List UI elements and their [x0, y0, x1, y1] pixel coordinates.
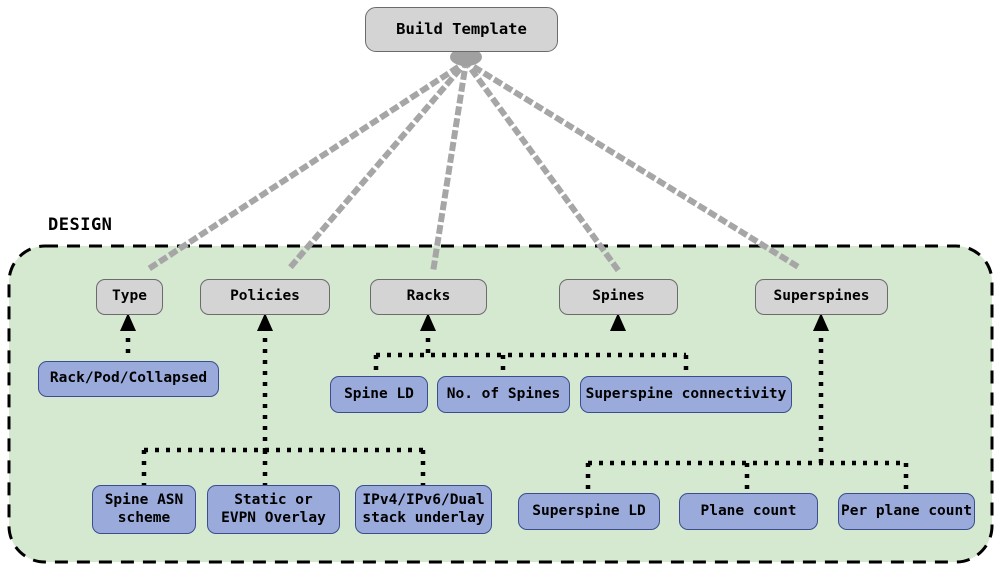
category-node-type[interactable]: Type: [96, 279, 163, 315]
category-node-spines[interactable]: Spines: [559, 279, 678, 315]
attribute-connectors: [125, 327, 909, 492]
attribute-node-no-of-spines[interactable]: No. of Spines: [437, 376, 570, 413]
attribute-node-ipv4-ipv6-dual-stack-underlay[interactable]: IPv4/IPv6/Dual stack underlay: [355, 485, 492, 534]
design-container-label: DESIGN: [48, 215, 113, 235]
attribute-node-static-or-evpn-overlay[interactable]: Static or EVPN Overlay: [207, 485, 340, 534]
category-node-superspines[interactable]: Superspines: [755, 279, 888, 315]
template-fanout-hub: [450, 48, 482, 66]
template-fanout-connectors: [145, 57, 805, 276]
attribute-node-superspine-ld[interactable]: Superspine LD: [518, 493, 660, 530]
category-node-racks[interactable]: Racks: [370, 279, 487, 315]
attribute-node-rack-pod-collapsed[interactable]: Rack/Pod/Collapsed: [38, 361, 219, 397]
attribute-node-spine-asn-scheme[interactable]: Spine ASN scheme: [92, 485, 196, 534]
connector-arrowheads: [120, 313, 829, 331]
attribute-node-superspine-connectivity[interactable]: Superspine connectivity: [580, 376, 792, 413]
attribute-node-per-plane-count[interactable]: Per plane count: [838, 493, 975, 530]
build-template-node[interactable]: Build Template: [365, 7, 558, 52]
attribute-node-spine-ld[interactable]: Spine LD: [330, 376, 428, 413]
attribute-node-plane-count[interactable]: Plane count: [679, 493, 818, 530]
category-node-policies[interactable]: Policies: [200, 279, 330, 315]
